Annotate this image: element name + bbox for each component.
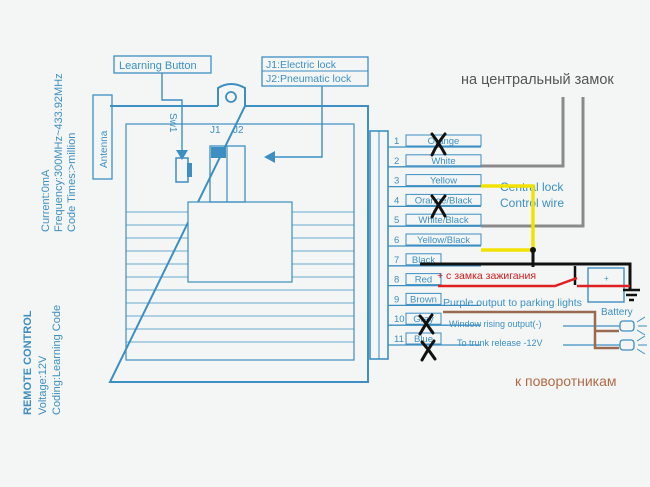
learning-button-callout: Learning Button xyxy=(113,55,212,160)
x-mark-gray xyxy=(418,313,435,336)
turn-signals-annotation: к поворотникам xyxy=(515,373,617,389)
sw1-button xyxy=(187,163,192,177)
jumper-callout: J1:Electric lock J2:Pneumatic lock xyxy=(261,56,369,163)
yellow-bridge-wire xyxy=(481,184,535,252)
pin-number: 4 xyxy=(394,195,399,206)
red-ignition-wire xyxy=(438,276,630,288)
ground-icon xyxy=(623,288,640,302)
pin-label-box xyxy=(405,233,482,246)
pin-label-box xyxy=(405,273,442,286)
black-ground-wire xyxy=(420,262,632,290)
pin-number: 11 xyxy=(394,334,404,345)
pin-color-label: Orange xyxy=(428,136,460,147)
jumper-cap xyxy=(211,147,226,158)
turn-signal-lamps xyxy=(563,316,647,355)
pin-color-label: Brown xyxy=(410,294,437,305)
board-chip xyxy=(187,201,293,283)
pin-color-label: White xyxy=(431,156,455,167)
pin-color-label: White/Black xyxy=(418,215,468,226)
j1-description: J1:Electric lock xyxy=(266,59,337,71)
ignition-annotation: + с замка зажигания xyxy=(437,270,536,282)
lamp-1-icon xyxy=(619,320,635,332)
pin-number: 8 xyxy=(394,275,399,286)
pin-label-box xyxy=(405,292,442,305)
pin-color-label: Orange/Black xyxy=(415,195,473,206)
overlay-wires xyxy=(420,97,640,350)
gray-wire-white-black xyxy=(481,97,585,228)
mount-tab xyxy=(217,83,246,106)
spec-code-times: Code Times:>million xyxy=(66,133,78,232)
j1-label: J1 xyxy=(210,125,221,136)
pin-number: 3 xyxy=(394,176,399,187)
remote-coding: Coding:Learning Code xyxy=(51,305,63,415)
unused-wire-marks xyxy=(418,132,447,362)
jumper-leader xyxy=(274,86,323,158)
pin-number: 6 xyxy=(394,235,399,246)
remote-voltage: Voltage:12V xyxy=(37,355,49,415)
central-lock-annotation: на центральный замок xyxy=(461,72,614,88)
j2-description: J2:Pneumatic lock xyxy=(266,73,352,85)
battery: + Battery xyxy=(587,267,633,318)
remote-control-title: REMOTE CONTROL xyxy=(22,310,34,415)
pin-number: 5 xyxy=(394,215,399,226)
spec-current: Current:0mA xyxy=(40,169,52,232)
sw1-label: Sw1 xyxy=(167,113,178,133)
battery-label: Battery xyxy=(601,307,633,318)
pin-label-box xyxy=(405,154,482,167)
parking-lights-label: Purple output to parking lights xyxy=(443,297,582,309)
trunk-release-label: To trunk release -12V xyxy=(457,338,543,348)
lamp-2-icon xyxy=(619,339,635,351)
remote-specs: Current:0mA Frequency:300MHz~433.92MHz C… xyxy=(22,73,78,415)
pin-label-box xyxy=(405,174,482,187)
pin-color-label: Yellow/Black xyxy=(417,235,470,246)
antenna-box xyxy=(92,94,113,180)
inner-board xyxy=(125,123,355,361)
learning-button-leader xyxy=(161,73,183,152)
pin-number: 10 xyxy=(394,314,405,325)
svg-text:+: + xyxy=(604,274,609,283)
gray-wire-white xyxy=(481,97,565,168)
x-mark-orange-black xyxy=(430,194,447,219)
pin-number: 7 xyxy=(394,255,399,266)
spec-frequency: Frequency:300MHz~433.92MHz xyxy=(53,73,65,232)
pin-number: 9 xyxy=(394,294,399,305)
wire-connector: 1 Orange 2 White 3 Yellow 4 Orange/Black 5 White/… xyxy=(369,130,482,360)
window-output-label: Window rising output(-) xyxy=(449,319,542,329)
pin-color-label: Red xyxy=(415,275,432,286)
x-mark-blue xyxy=(420,339,437,362)
pin-number: 2 xyxy=(394,156,399,167)
learning-button-label: Learning Button xyxy=(119,60,197,72)
j2-label: J2 xyxy=(233,125,244,136)
pin-number: 1 xyxy=(394,136,399,147)
antenna: Antenna xyxy=(92,94,113,180)
mount-hole xyxy=(225,91,237,103)
main-module: Sw1 J1 J2 xyxy=(108,83,369,383)
x-mark-orange xyxy=(430,132,447,157)
pin-color-label: Blue xyxy=(414,334,433,345)
antenna-label: Antenna xyxy=(99,130,110,168)
pin-color-label: Yellow xyxy=(430,176,457,187)
sw1-switch xyxy=(175,157,189,183)
pin-color-label: Black xyxy=(412,255,435,266)
